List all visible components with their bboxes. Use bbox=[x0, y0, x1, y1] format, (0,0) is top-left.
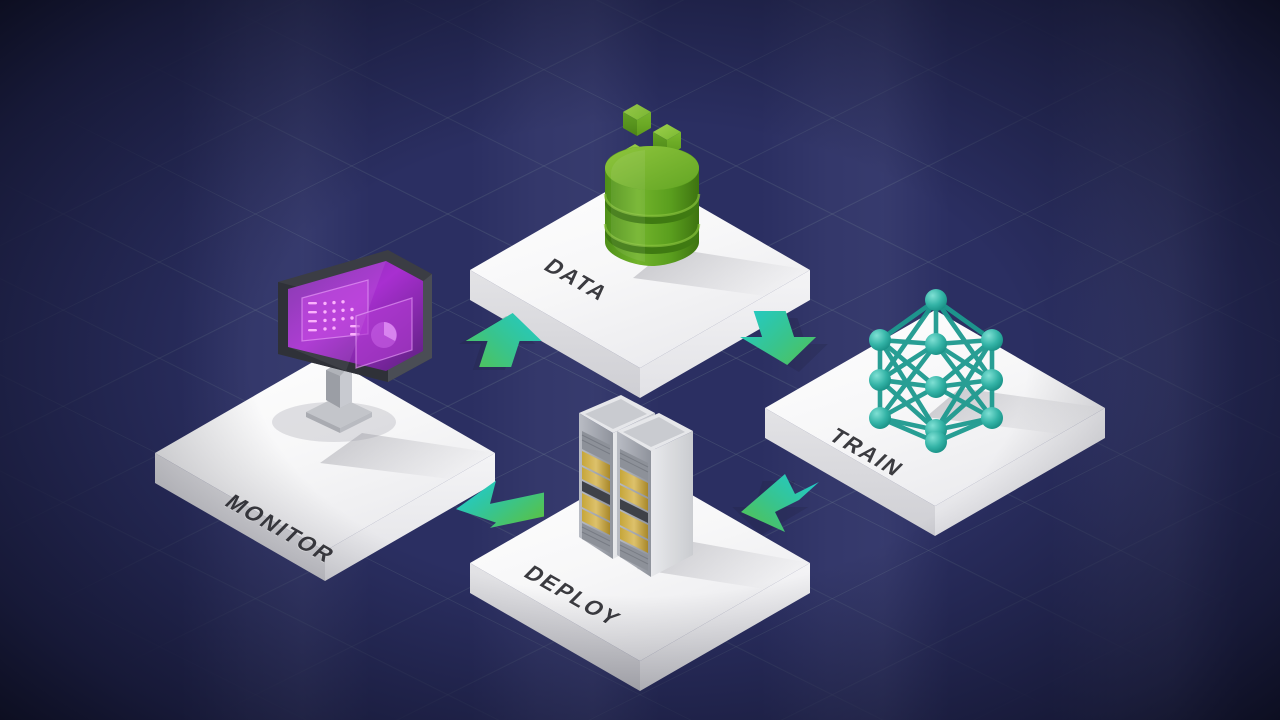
arrow-data-to-train bbox=[735, 305, 841, 392]
arrow-monitor-to-data bbox=[459, 305, 568, 392]
neural-network-icon bbox=[856, 282, 1016, 462]
monitor-dashboard-icon bbox=[268, 250, 443, 455]
server-rack-front bbox=[617, 413, 693, 577]
floating-cube bbox=[623, 104, 651, 136]
arrow-train-to-deploy bbox=[732, 468, 841, 555]
server-rack-icon bbox=[569, 387, 719, 592]
database-cylinder-icon bbox=[587, 90, 717, 295]
arrow-deploy-to-monitor bbox=[450, 468, 556, 555]
node-monitor[interactable]: MONITOR bbox=[150, 250, 500, 607]
